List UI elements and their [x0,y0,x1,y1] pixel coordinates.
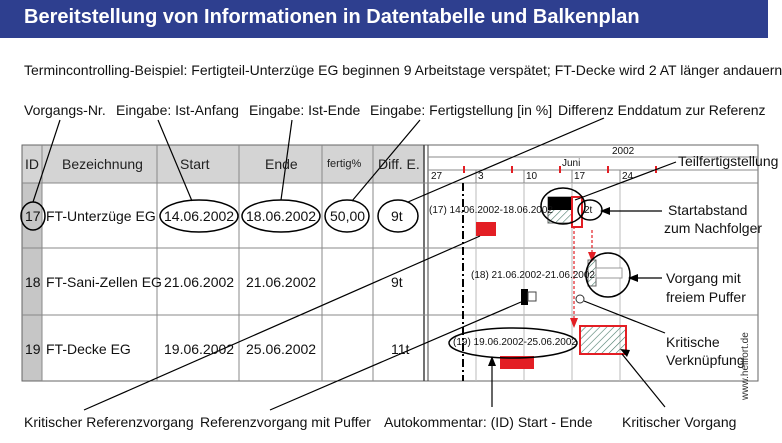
header-diff: Diff. E. [378,156,420,172]
label-puffer-1: Vorgang mit [666,270,741,286]
row-17-id: 17 [25,208,41,224]
label-kritischer-vorgang: Kritischer Vorgang [622,414,737,430]
progress-bar-17 [548,197,572,210]
header-start: Start [180,156,210,172]
table-header-bg [22,145,424,183]
label-referenzvorgang-puffer: Referenzvorgang mit Puffer [200,414,371,430]
row-19-name: FT-Decke EG [46,341,131,357]
id-column-bg [22,183,42,381]
label-differenz: Differenz Enddatum zur Referenz [558,102,766,118]
header-name: Bezeichnung [62,156,143,172]
credit-text: www.hellfort.de [740,332,751,400]
gantt-comment-18: (18) 21.06.2002-21.06.2002 [471,270,595,281]
reference-bar-18 [521,289,528,305]
reference-bar-19 [500,356,534,369]
row-19-end: 25.06.2002 [246,341,317,357]
label-kritischer-referenzvorgang: Kritischer Referenzvorgang [24,414,194,430]
label-autokommentar: Autokommentar: (ID) Start - Ende [384,414,593,430]
row-18-id: 18 [25,274,41,290]
row-19-id: 19 [25,341,41,357]
gantt-badge-2t: 2t [584,205,593,216]
label-fertigstellung: Eingabe: Fertigstellung [in %] [370,102,553,118]
row-18-name: FT-Sani-Zellen EG [46,274,162,290]
row-18-diff: 9t [391,274,403,290]
row-19-diff: 11t [391,341,410,357]
gantt-day-3: 3 [478,171,484,182]
row-18-end: 21.06.2002 [246,274,317,290]
subtitle: Termincontrolling-Beispiel: Fertigteil-U… [24,62,782,78]
header-done: fertig% [327,158,362,170]
label-ist-ende: Eingabe: Ist-Ende [249,102,361,118]
label-kritische-1: Kritische [666,334,720,350]
label-ist-anfang: Eingabe: Ist-Anfang [116,102,239,118]
row-17-done: 50,00 [330,208,366,224]
row-17-name: FT-Unterzüge EG [46,208,156,224]
row-17-diff: 9t [391,208,403,224]
header-id: ID [25,156,39,172]
row-17-start: 14.06.2002 [164,208,235,224]
label-startabstand-2: zum Nachfolger [664,220,763,236]
header-end: Ende [265,156,298,172]
gantt-month: Juni [562,158,581,169]
gantt-comment-19: (19) 19.06.2002-25.06.2002 [453,337,577,348]
gantt-day-27: 27 [431,171,443,182]
label-puffer-2: freiem Puffer [666,289,746,305]
label-vorgangs-nr: Vorgangs-Nr. [24,102,106,118]
title-bar [0,0,768,38]
reference-bar-17 [476,222,496,236]
label-teilfertigstellung: Teilfertigstellung [678,153,779,169]
page-title: Bereitstellung von Informationen in Date… [24,6,640,28]
bar-19 [579,325,627,355]
row-19-start: 19.06.2002 [164,341,235,357]
row-17-end: 18.06.2002 [246,208,317,224]
gantt-day-24: 24 [622,171,634,182]
gantt-comment-17: (17) 14.06.2002-18.06.2002 [429,205,553,216]
gantt-day-10: 10 [526,171,538,182]
table-frame [21,144,759,382]
label-startabstand-1: Startabstand [668,202,748,218]
label-kritische-2: Verknüpfung [666,352,745,368]
row-18-start: 21.06.2002 [164,274,235,290]
gantt-year: 2002 [612,146,635,157]
gantt-day-17: 17 [574,171,586,182]
